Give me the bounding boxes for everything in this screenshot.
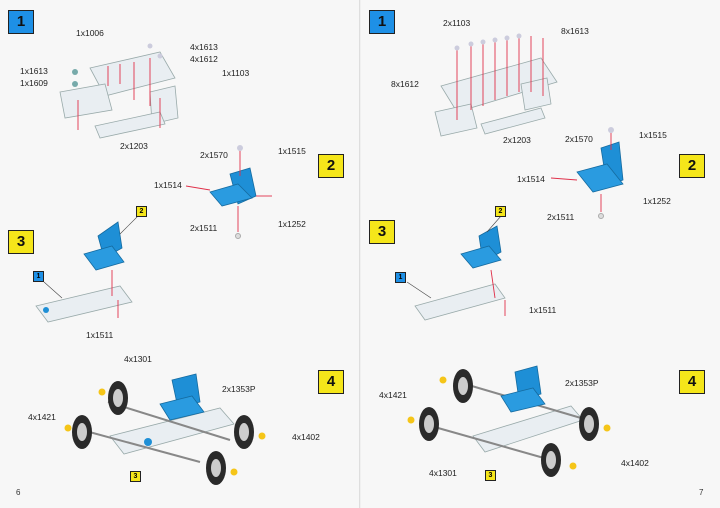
step-1-badge: 1 <box>369 10 395 34</box>
page-number: 6 <box>16 488 21 497</box>
part-label: 8x1613 <box>561 26 589 36</box>
part-label: 1x1006 <box>76 28 104 38</box>
part-label: 1x1609 <box>20 78 48 88</box>
part-label: 1x1514 <box>154 180 182 190</box>
part-label: 2x1103 <box>443 18 471 28</box>
part-label: 2x1353P <box>565 378 599 388</box>
part-label: 8x1612 <box>391 79 419 89</box>
part-label: 2x1511 <box>190 223 218 233</box>
step-3-badge: 3 <box>369 220 395 244</box>
part-label: 4x1301 <box>429 468 457 478</box>
step-2-badge: 2 <box>318 154 344 178</box>
step-ref-badge: 3 <box>485 470 496 481</box>
step-3-badge: 3 <box>8 230 34 254</box>
part-label: 4x1402 <box>621 458 649 468</box>
right-page: 1 2x1103 8x1613 8x1612 2x1203 2 2x1570 1… <box>361 0 720 508</box>
step-4-badge: 4 <box>318 370 344 394</box>
part-label: 1x1103 <box>222 68 250 78</box>
step-ref-badge: 2 <box>136 206 147 217</box>
page-number: 7 <box>699 488 704 497</box>
part-label: 1x1511 <box>86 330 114 340</box>
step-ref-badge: 1 <box>33 271 44 282</box>
part-label: 1x1511 <box>529 305 557 315</box>
step-ref-badge: 2 <box>495 206 506 217</box>
part-label: 4x1613 <box>190 42 218 52</box>
left-illustration <box>35 43 272 485</box>
page-gutter <box>359 0 361 508</box>
part-label: 1x1514 <box>517 174 545 184</box>
step-2-badge: 2 <box>679 154 705 178</box>
step-ref-badge: 1 <box>395 272 406 283</box>
part-label: 2x1511 <box>547 212 575 222</box>
part-label: 1x1515 <box>639 130 667 140</box>
part-label: 2x1203 <box>120 141 148 151</box>
part-label: 1x1252 <box>643 196 671 206</box>
part-label: 2x1570 <box>200 150 228 160</box>
part-label: 4x1301 <box>124 354 152 364</box>
part-label: 4x1421 <box>28 412 56 422</box>
part-label: 4x1402 <box>292 432 320 442</box>
part-label: 2x1203 <box>503 135 531 145</box>
left-page: 1 1x1006 4x1613 4x1612 1x1103 1x1613 1x1… <box>0 0 359 508</box>
part-label: 1x1252 <box>278 219 306 229</box>
part-label: 1x1515 <box>278 146 306 156</box>
part-label: 2x1570 <box>565 134 593 144</box>
part-label: 4x1612 <box>190 54 218 64</box>
step-1-badge: 1 <box>8 10 34 34</box>
step-4-badge: 4 <box>679 370 705 394</box>
step-ref-badge: 3 <box>130 471 141 482</box>
right-illustration <box>406 33 624 477</box>
part-label: 2x1353P <box>222 384 256 394</box>
part-label: 4x1421 <box>379 390 407 400</box>
part-label: 1x1613 <box>20 66 48 76</box>
